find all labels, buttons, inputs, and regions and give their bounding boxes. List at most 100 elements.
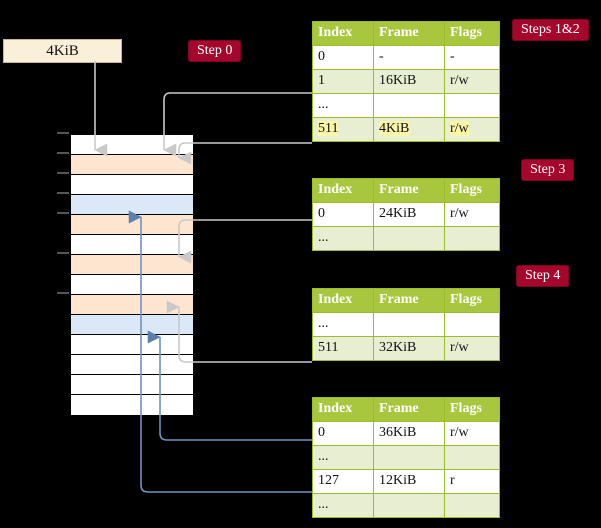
- cell-frame: 32KiB: [373, 336, 445, 361]
- step-label-step-3: Step 3: [521, 159, 575, 181]
- cell-flags: r/w: [444, 336, 500, 361]
- cell-text: ...: [318, 97, 329, 112]
- cell-text: 511: [318, 121, 339, 136]
- column-header-index: Index: [312, 21, 374, 46]
- cell-text: -: [450, 49, 455, 64]
- memory-frame-row: [71, 315, 193, 335]
- memory-frame-row: [71, 175, 193, 195]
- cell-flags: r/w: [444, 202, 500, 227]
- cell-frame: 16KiB: [373, 69, 445, 94]
- table-row: 0 - -: [312, 45, 500, 70]
- table-row: 0 36KiB r/w: [312, 421, 500, 446]
- memory-frame-row: [71, 395, 193, 415]
- memory-row-tick: [57, 132, 69, 134]
- memory-frame-row: [71, 375, 193, 395]
- column-header-flags: Flags: [444, 178, 500, 203]
- step-label-step-4: Step 4: [516, 265, 570, 287]
- memory-row-tick: [57, 152, 69, 154]
- cell-index: ...: [312, 445, 374, 470]
- cell-index: 127: [312, 469, 374, 494]
- physical-memory-column: [69, 133, 193, 415]
- memory-frame-row: [71, 235, 193, 255]
- cell-text: 0: [318, 425, 325, 440]
- column-header-index: Index: [312, 397, 374, 422]
- memory-frame-row: [71, 335, 193, 355]
- column-header-frame: Frame: [373, 288, 445, 313]
- cell-text: -: [379, 49, 384, 64]
- table-row: 0 24KiB r/w: [312, 202, 500, 227]
- cell-text: 0: [318, 49, 325, 64]
- table-row: 511 32KiB r/w: [312, 336, 500, 361]
- cell-flags: r/w: [444, 421, 500, 446]
- memory-row-tick: [57, 192, 69, 194]
- connector-step3: [178, 219, 312, 264]
- column-header-index: Index: [312, 288, 374, 313]
- cell-index: 511: [312, 336, 374, 361]
- cell-frame: [373, 312, 445, 337]
- cell-text: 511: [318, 340, 339, 355]
- memory-frame-row: [71, 155, 193, 175]
- cell-flags: r/w: [444, 69, 500, 94]
- cell-index: 511: [312, 117, 374, 142]
- table-row: 1 16KiB r/w: [312, 69, 500, 94]
- table-row: ...: [312, 93, 500, 118]
- table-row: ...: [312, 445, 500, 470]
- column-header-flags: Flags: [444, 288, 500, 313]
- cell-index: 0: [312, 202, 374, 227]
- cell-text: 32KiB: [379, 340, 417, 355]
- cell-flags: -: [444, 45, 500, 70]
- cell-text: 16KiB: [379, 73, 417, 88]
- step-label-steps-1-2: Steps 1&2: [512, 19, 589, 41]
- table-row: ...: [312, 493, 500, 518]
- memory-row-tick: [57, 252, 69, 254]
- cell-index: 0: [312, 45, 374, 70]
- cell-text: ...: [318, 316, 329, 331]
- column-header-flags: Flags: [444, 397, 500, 422]
- cell-frame: -: [373, 45, 445, 70]
- cell-frame: 12KiB: [373, 469, 445, 494]
- cell-index: ...: [312, 493, 374, 518]
- cell-text: 1: [318, 73, 325, 88]
- column-header-index: Index: [312, 178, 374, 203]
- cell-flags: [444, 226, 500, 251]
- cell-frame: [373, 445, 445, 470]
- cell-index: ...: [312, 226, 374, 251]
- column-header-flags: Flags: [444, 21, 500, 46]
- memory-frame-row: [71, 295, 193, 315]
- cell-text: 24KiB: [379, 206, 417, 221]
- memory-frame-row: [71, 195, 193, 215]
- cell-text: ...: [318, 230, 329, 245]
- cell-flags: [444, 493, 500, 518]
- memory-frame-row: [71, 135, 193, 155]
- cell-text: r/w: [450, 73, 469, 88]
- cell-text: r/w: [450, 340, 469, 355]
- memory-frame-row: [71, 275, 193, 295]
- connector-step4: [166, 300, 312, 363]
- cell-frame: [373, 493, 445, 518]
- cell-index: ...: [312, 312, 374, 337]
- memory-frame-row: [71, 255, 193, 275]
- cell-text: ...: [318, 449, 329, 464]
- cell-text: 0: [318, 206, 325, 221]
- memory-row-tick: [57, 292, 69, 294]
- cell-flags: r/w: [444, 117, 500, 142]
- cell-index: 1: [312, 69, 374, 94]
- cell-index: ...: [312, 93, 374, 118]
- cell-flags: [444, 445, 500, 470]
- cell-frame: 36KiB: [373, 421, 445, 446]
- cell-text: r/w: [450, 206, 469, 221]
- cell-flags: [444, 93, 500, 118]
- source-frame-box: 4KiB: [3, 39, 122, 63]
- cell-text: 127: [318, 473, 339, 488]
- cell-index: 0: [312, 421, 374, 446]
- cell-frame: [373, 226, 445, 251]
- step-label-step-0: Step 0: [188, 40, 242, 62]
- column-header-frame: Frame: [373, 397, 445, 422]
- cell-text: 36KiB: [379, 425, 417, 440]
- memory-row-tick: [57, 212, 69, 214]
